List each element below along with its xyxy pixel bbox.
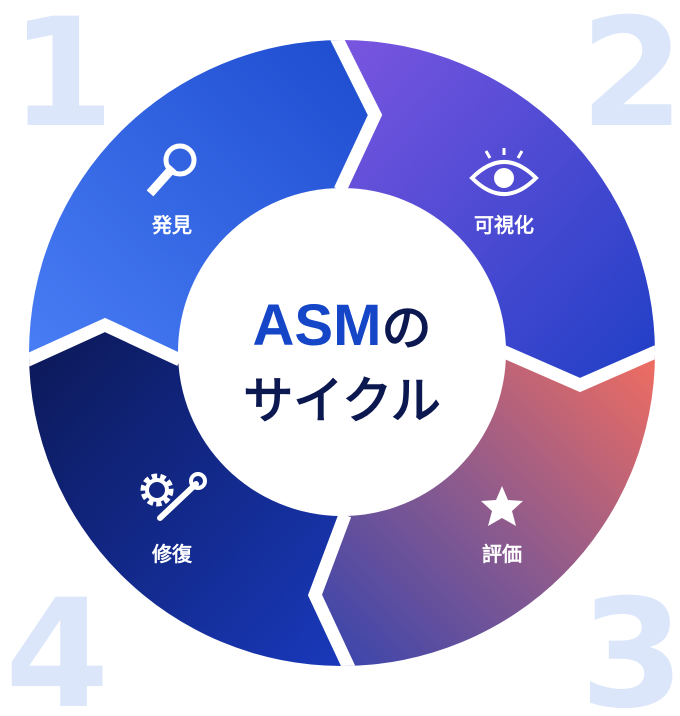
center-title-line2: サイクル — [243, 372, 441, 430]
center-title-line1: ASMの — [253, 293, 432, 358]
step-number-4: 4 — [5, 568, 109, 716]
magnifier-icon — [146, 143, 197, 197]
gear-wrench-icon — [140, 472, 207, 521]
eye-icon — [469, 148, 539, 196]
step-label-discover: 発見 — [151, 213, 192, 237]
step-number-2: 2 — [580, 0, 680, 161]
title-no: の — [381, 299, 431, 357]
step-label-evaluate: 評価 — [482, 542, 522, 566]
step-label-remediate: 修復 — [151, 542, 193, 566]
title-asm: ASM — [253, 293, 382, 358]
step-label-visualize: 可視化 — [474, 213, 534, 237]
step-number-1: 1 — [10, 0, 114, 161]
star-icon — [481, 486, 523, 526]
center-circle — [178, 188, 506, 516]
step-number-3: 3 — [580, 568, 680, 716]
